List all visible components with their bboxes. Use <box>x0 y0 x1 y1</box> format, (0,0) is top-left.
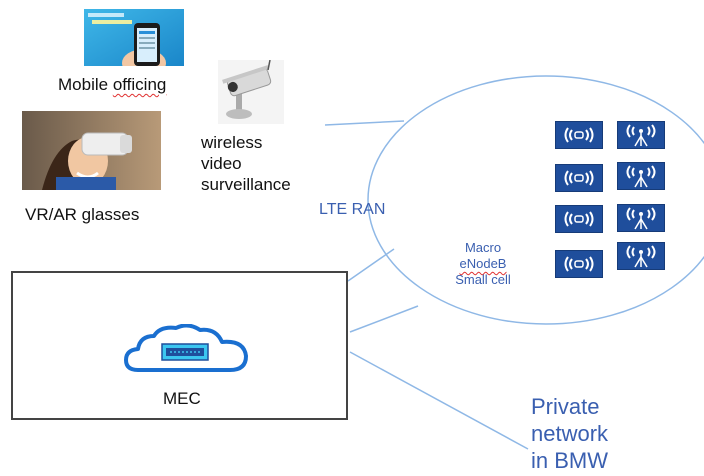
antenna-tower-icon <box>617 121 665 149</box>
vr-ar-glasses-label: VR/AR glasses <box>25 205 140 224</box>
cloud-server-icon <box>124 323 248 376</box>
signal-broadcast-icon <box>555 121 603 149</box>
wireless-surveillance-label: wireless video surveillance <box>201 133 291 194</box>
signal-broadcast-icon <box>555 205 603 233</box>
mec-to-network-line <box>349 351 529 450</box>
smartphone-photo <box>84 9 184 77</box>
camera-to-ran-line <box>324 120 405 126</box>
cctv-camera-photo <box>218 59 284 124</box>
signal-broadcast-icon <box>555 250 603 278</box>
antenna-tower-icon <box>617 242 665 270</box>
cell-type-enodeb: eNodeB <box>459 256 507 271</box>
cell-type-small-cell: Small cell <box>455 272 511 287</box>
vr-headset-photo <box>22 111 161 190</box>
mec-label: MEC <box>163 389 201 408</box>
signal-broadcast-icon <box>555 164 603 192</box>
cell-type-labels: Macro eNodeB Small cell <box>448 240 518 288</box>
antenna-tower-icon <box>617 204 665 232</box>
mec-to-ran-line-upper <box>347 248 395 282</box>
mec-to-ran-line-lower <box>349 305 419 333</box>
antenna-tower-icon <box>617 162 665 190</box>
lte-ran-label: LTE RAN <box>319 201 386 218</box>
mobile-officing-label: Mobile officing <box>58 75 167 94</box>
mec-box <box>11 271 348 420</box>
cell-type-macro: Macro <box>464 240 502 255</box>
ran-ellipse <box>367 75 704 325</box>
private-network-label: Private network in BMW <box>531 394 609 473</box>
